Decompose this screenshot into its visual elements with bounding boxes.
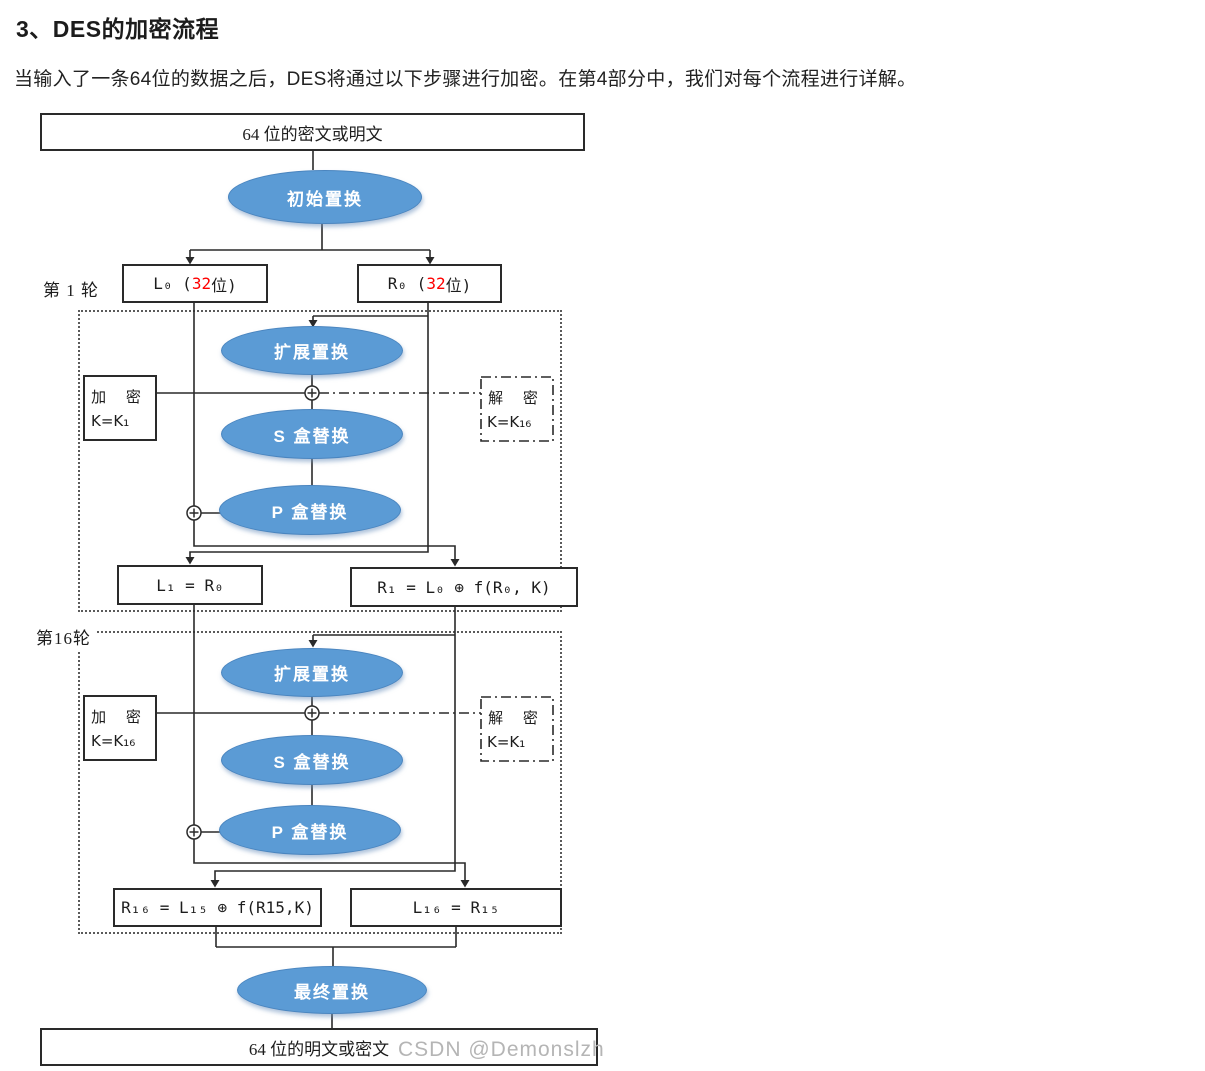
pbox-substitution-ellipse-r1: P 盒替换 <box>219 485 401 535</box>
section-heading: 3、DES的加密流程 <box>16 16 220 42</box>
r1-result-text: R₁ = L₀ ⊕ f(R₀, K) <box>377 577 551 597</box>
line-r0-branch-exp1 <box>312 315 428 321</box>
round16-label: 第16轮 <box>36 622 97 651</box>
line-r0-to-l1 <box>189 303 429 557</box>
arrow-into-r16 <box>210 880 220 888</box>
expansion-permutation-ellipse-r1: 扩展置换 <box>221 326 403 375</box>
arrow-into-l1 <box>185 557 195 565</box>
arrow-into-r1 <box>450 559 460 567</box>
r1-result-box: R₁ = L₀ ⊕ f(R₀, K) <box>350 567 578 607</box>
l0-bits-red: 32 <box>191 274 212 293</box>
arrow-into-exp1 <box>308 320 318 328</box>
r0-text-post: 位) <box>445 275 472 295</box>
decrypt-key-r1: K=K₁₆ <box>487 413 532 432</box>
line-r1-branch-exp16 <box>312 634 455 641</box>
pbox-label-r1: P 盒替换 <box>271 502 349 522</box>
output-data-box: 64 位的明文或密文 <box>40 1028 598 1066</box>
round1-label: 第 1 轮 <box>43 281 99 300</box>
xor-icon-round1-left <box>186 505 202 521</box>
xor-icon-round1-f <box>304 385 320 401</box>
encrypt-key-box-r1: 加 密 K=K₁ <box>83 375 157 441</box>
sbox-label-r16: S 盒替换 <box>273 752 351 772</box>
sbox-label-r1: S 盒替换 <box>273 426 351 446</box>
decrypt-label-r1: 解 密 <box>488 390 546 407</box>
input-data-label: 64 位的密文或明文 <box>242 124 383 144</box>
decrypt-key-box-r16: 解 密 K=K₁ <box>481 697 553 761</box>
input-data-box: 64 位的密文或明文 <box>40 113 585 151</box>
decrypt-key-box-r1-border <box>480 376 554 442</box>
expansion-permutation-ellipse-r16: 扩展置换 <box>221 648 403 697</box>
output-data-label: 64 位的明文或密文 <box>248 1039 390 1059</box>
sbox-substitution-ellipse-r16: S 盒替换 <box>221 735 403 785</box>
l16-result-box: L₁₆ = R₁₅ <box>350 888 562 927</box>
encrypt-label-r1: 加 密 <box>91 390 149 406</box>
r0-box: R₀ (32 位) <box>357 264 502 303</box>
encrypt-key-r16: K=K₁₆ <box>91 732 136 750</box>
expansion-label-r1: 扩展置换 <box>274 343 350 362</box>
xor-icon-round16-left <box>186 824 202 840</box>
r16-result-box: R₁₆ = L₁₅ ⊕ f(R15,K) <box>113 888 322 927</box>
encrypt-key-box-r16: 加 密 K=K₁₆ <box>83 695 157 761</box>
decrypt-key-r16: K=K₁ <box>487 733 526 752</box>
intro-paragraph: 当输入了一条64位的数据之后，DES将通过以下步骤进行加密。在第4部分中，我们对… <box>14 69 917 90</box>
pbox-label-r16: P 盒替换 <box>271 822 349 842</box>
decrypt-label-r16: 解 密 <box>488 710 546 727</box>
line-r1-to-r16 <box>214 607 456 880</box>
r0-bits-red: 32 <box>426 274 446 293</box>
final-permutation-ellipse: 最终置换 <box>237 966 427 1014</box>
l0-text: L₀ ( <box>153 274 192 293</box>
sbox-substitution-ellipse-r1: S 盒替换 <box>221 409 403 459</box>
encrypt-key-r1: K=K₁ <box>91 412 130 430</box>
initial-permutation-label: 初始置换 <box>287 189 363 209</box>
r0-text: R₀ ( <box>387 274 427 293</box>
l0-text-post: 位) <box>211 275 237 295</box>
l16-result-text: L₁₆ = R₁₅ <box>412 898 500 917</box>
l1-result-text: L₁ = R₀ <box>156 575 224 595</box>
initial-permutation-ellipse: 初始置换 <box>228 170 422 224</box>
round1-container <box>78 310 562 612</box>
pbox-substitution-ellipse-r16: P 盒替换 <box>219 805 401 855</box>
l0-box: L₀ (32 位) <box>122 264 268 303</box>
r16-result-text: R₁₆ = L₁₅ ⊕ f(R15,K) <box>121 898 314 917</box>
arrow-into-l16 <box>460 880 470 888</box>
decrypt-key-box-r16-border <box>480 696 554 762</box>
encrypt-label-r16: 加 密 <box>91 710 149 726</box>
final-permutation-label: 最终置换 <box>294 982 370 1002</box>
csdn-watermark: CSDN @Demonslzh <box>398 1038 605 1061</box>
arrow-into-r0 <box>425 257 435 265</box>
line-ip-split <box>189 224 431 257</box>
line-xorleft1-to-r1 <box>193 520 456 559</box>
line-merge-final <box>215 927 457 966</box>
xor-icon-round16-f <box>304 705 320 721</box>
l1-result-box: L₁ = R₀ <box>117 565 263 605</box>
arrow-into-exp16 <box>308 640 318 648</box>
arrow-into-l0 <box>185 257 195 265</box>
expansion-label-r16: 扩展置换 <box>274 665 350 684</box>
decrypt-key-box-r1: 解 密 K=K₁₆ <box>481 377 553 441</box>
round16-container <box>78 631 562 934</box>
line-xorleft16-to-l16 <box>193 839 466 880</box>
